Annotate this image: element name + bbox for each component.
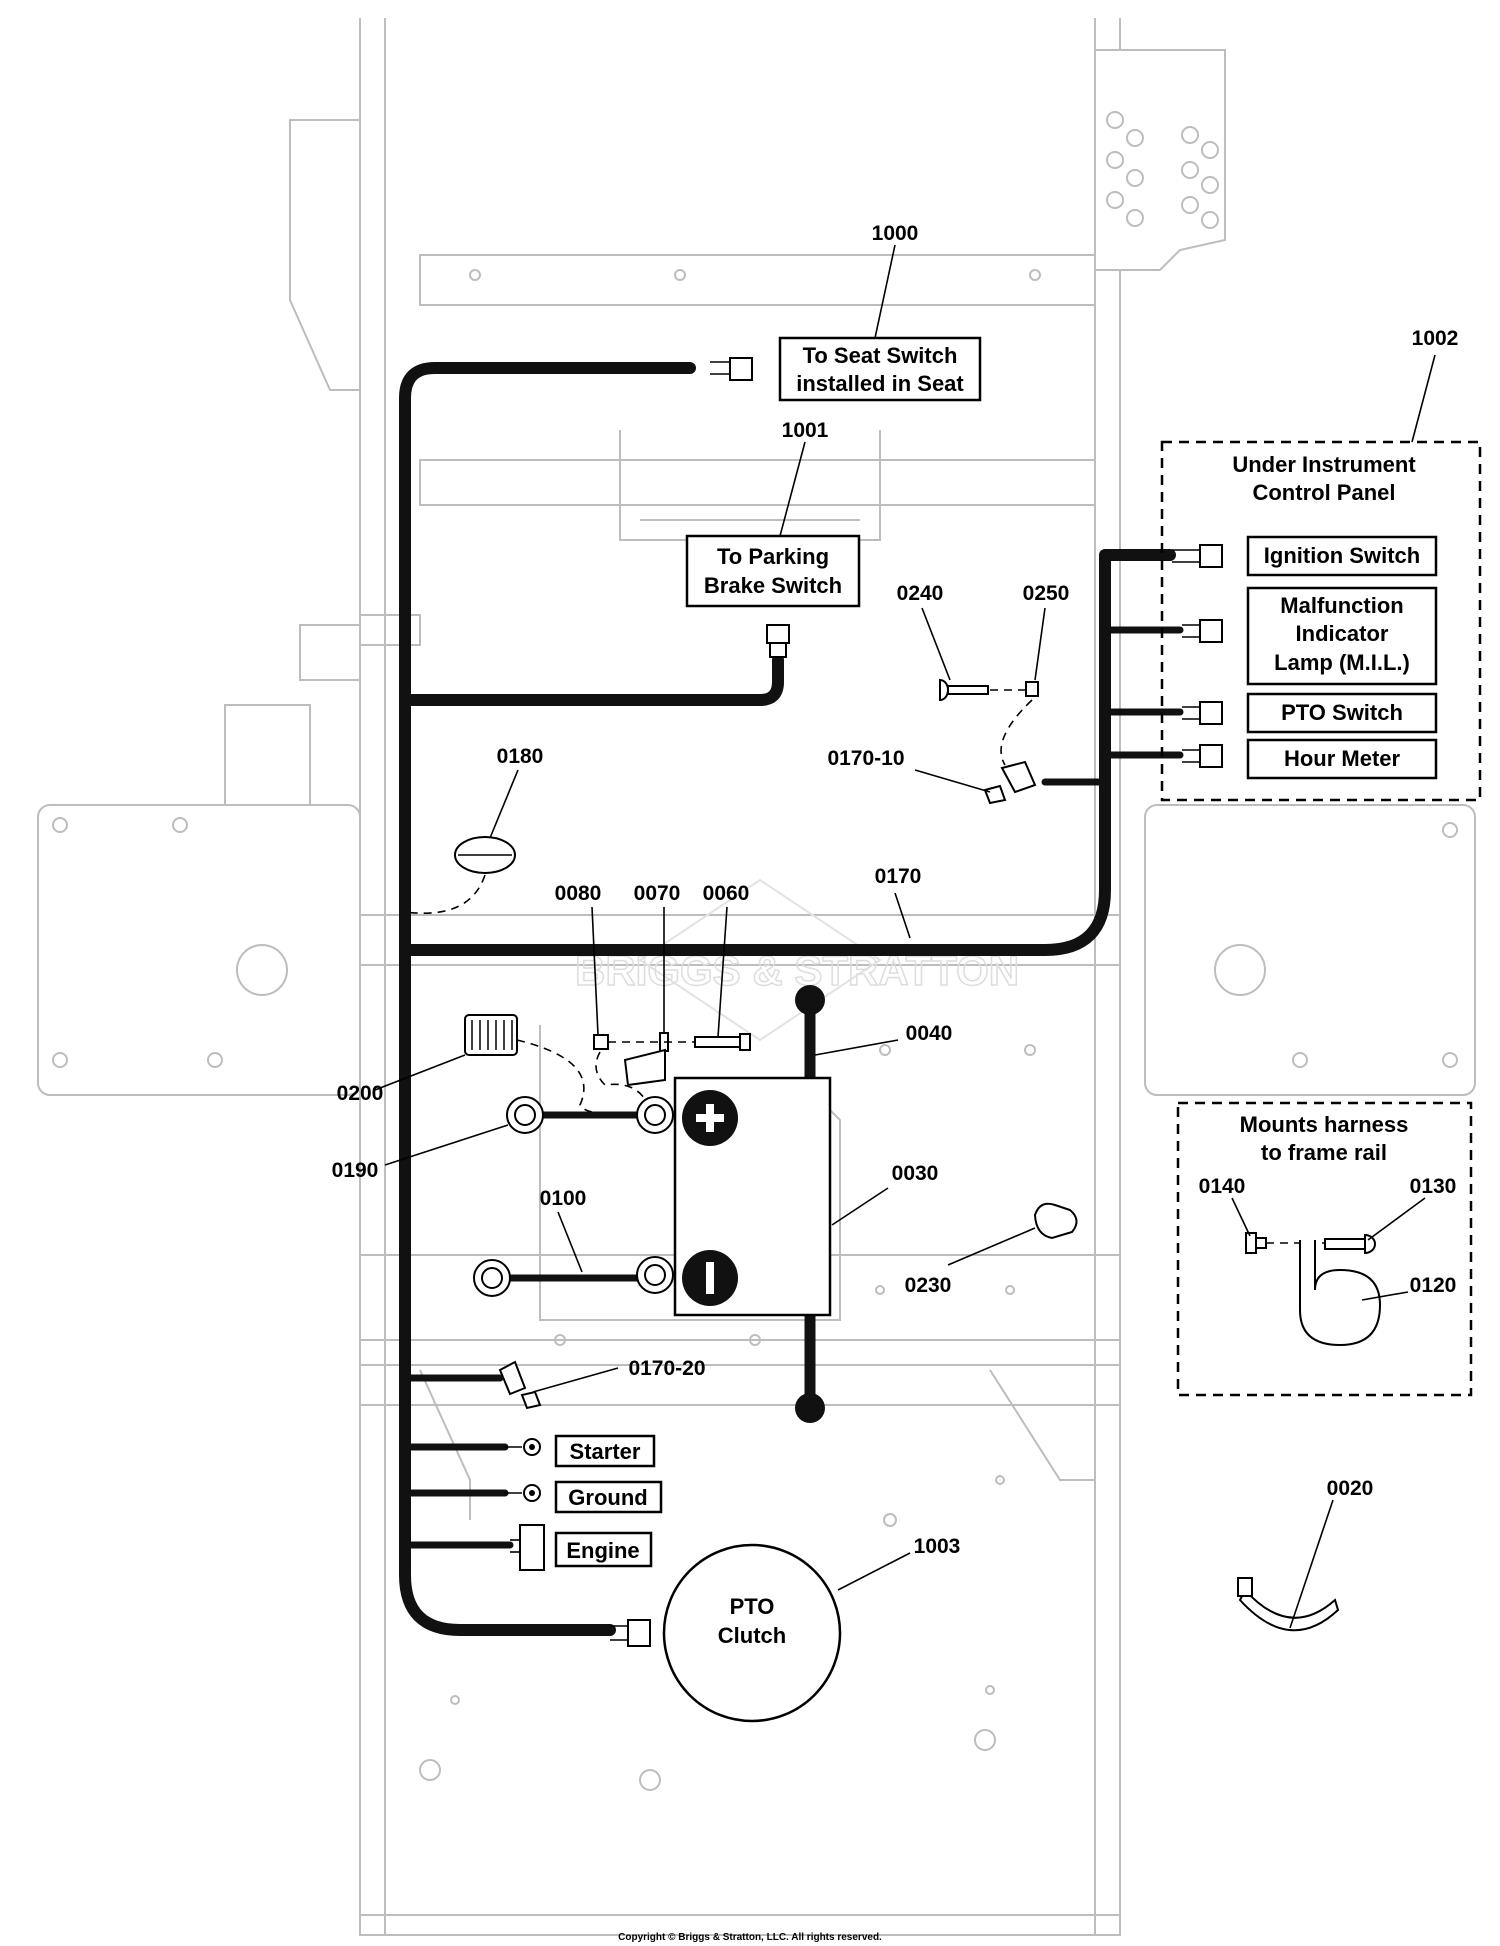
part-1000: 1000 (872, 222, 919, 245)
part-1002: 1002 (1412, 327, 1459, 350)
part-0070: 0070 (634, 882, 681, 905)
ignition-switch-box (1246, 535, 1438, 577)
instrument-panel-caption-line1: Under Instrument (1232, 452, 1416, 477)
part-1003: 1003 (914, 1535, 961, 1558)
frame-rail-detail (1245, 1232, 1382, 1347)
pto-clutch-line1: PTO (730, 1594, 775, 1619)
mil-line3: Lamp (M.I.L.) (1274, 650, 1410, 675)
starter-box (554, 1434, 656, 1468)
part-0130: 0130 (1410, 1175, 1457, 1198)
mil-line2: Indicator (1296, 621, 1389, 646)
leader-lines (374, 244, 1436, 1629)
parking-brake-line2: Brake Switch (704, 573, 842, 598)
part-0030: 0030 (892, 1162, 939, 1185)
part-0060: 0060 (703, 882, 750, 905)
frame-rail-caption-line2: to frame rail (1261, 1140, 1387, 1165)
part-0170: 0170 (875, 865, 922, 888)
part-0100: 0100 (540, 1187, 587, 1210)
part-0120: 0120 (1410, 1274, 1457, 1297)
plate-holes (1106, 111, 1219, 229)
part-0230: 0230 (905, 1274, 952, 1297)
hour-meter-label: Hour Meter (1284, 746, 1401, 771)
instrument-panel-callout (1160, 440, 1482, 802)
seat-switch-box (778, 336, 982, 402)
part-0240: 0240 (897, 582, 944, 605)
mil-box (1246, 586, 1438, 686)
pto-clutch-line2: Clutch (718, 1623, 786, 1648)
parking-brake-box (685, 534, 861, 608)
seat-switch-line2: installed in Seat (796, 371, 964, 396)
part-0190: 0190 (332, 1159, 379, 1182)
part-0170-10: 0170-10 (827, 747, 904, 770)
parking-brake-line1: To Parking (717, 544, 829, 569)
part-0080: 0080 (555, 882, 602, 905)
instrument-panel-caption-line2: Control Panel (1252, 480, 1395, 505)
pto-switch-box (1246, 692, 1438, 734)
hour-meter-box (1246, 738, 1438, 780)
connectors (505, 357, 1223, 1647)
mower-frame (37, 18, 1476, 1936)
part-number-labels: 1000 1001 1002 0240 0250 0180 0170-10 01… (332, 222, 1459, 1558)
part-1001: 1001 (782, 419, 829, 442)
engine-label: Engine (566, 1538, 639, 1563)
seat-switch-line1: To Seat Switch (803, 343, 958, 368)
part-0140: 0140 (1199, 1175, 1246, 1198)
frame-rail-callout (1176, 1101, 1473, 1397)
part-0180: 0180 (497, 745, 544, 768)
part-0170-20: 0170-20 (628, 1357, 705, 1380)
part-0020: 0020 (1327, 1477, 1374, 1500)
part-0250: 0250 (1023, 582, 1070, 605)
copyright-notice: Copyright © Briggs & Stratton, LLC. All … (618, 1932, 882, 1943)
mil-line1: Malfunction (1280, 593, 1403, 618)
ignition-switch-label: Ignition Switch (1264, 543, 1420, 568)
parts (404, 678, 1340, 1723)
pto-switch-label: PTO Switch (1281, 700, 1403, 725)
frame-rail-caption-line1: Mounts harness (1240, 1112, 1409, 1137)
part-0040: 0040 (906, 1022, 953, 1045)
engine-box (554, 1531, 653, 1568)
ground-label: Ground (568, 1485, 647, 1510)
part-0200: 0200 (337, 1082, 384, 1105)
starter-label: Starter (570, 1439, 641, 1464)
ground-box (554, 1480, 663, 1514)
